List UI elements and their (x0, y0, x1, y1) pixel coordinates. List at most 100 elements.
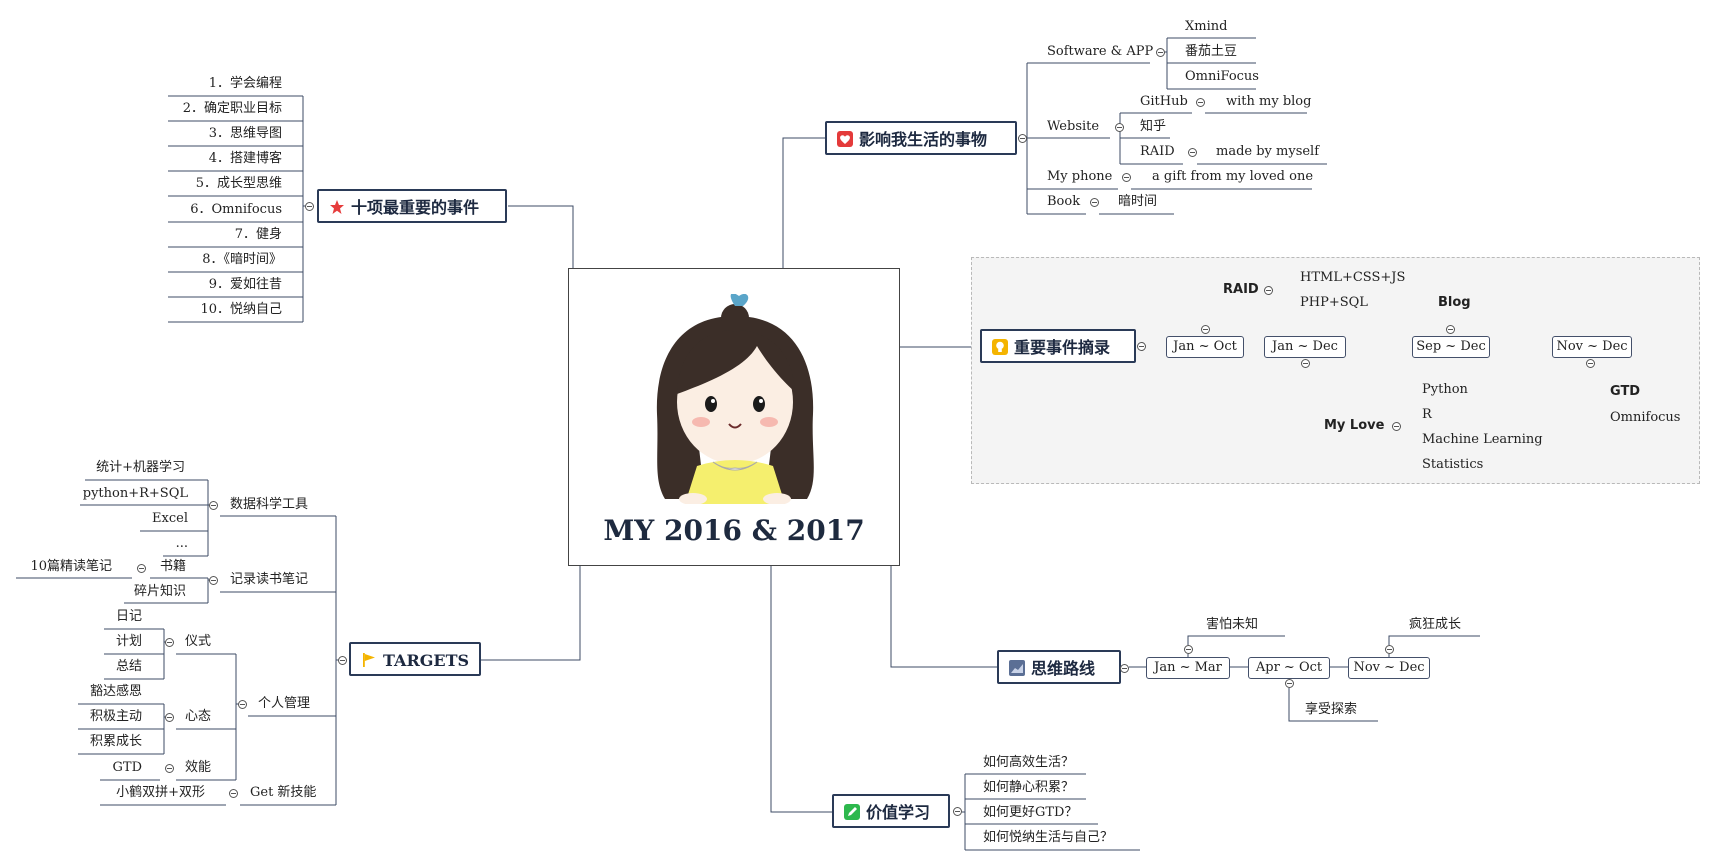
ritual-item[interactable]: 计划 (115, 634, 142, 649)
gtd-item[interactable]: Omnifocus (1610, 410, 1681, 425)
collapse-toggle-gtd[interactable] (1586, 359, 1595, 368)
collapse-toggle-raid-event[interactable] (1201, 325, 1210, 334)
raid-event-label[interactable]: RAID (1223, 282, 1259, 297)
collapse-toggle-fear[interactable] (1184, 645, 1193, 654)
values-item[interactable]: 如何高效生活？ (983, 755, 1075, 770)
mylove-item[interactable]: Python (1422, 382, 1468, 397)
topic-values[interactable]: 价值学习 (832, 794, 950, 828)
collapse-toggle-blog[interactable] (1446, 325, 1455, 334)
collapse-toggle-raid[interactable] (1188, 148, 1197, 157)
collapse-toggle-mylove-children[interactable] (1392, 422, 1401, 431)
collapse-toggle-book[interactable] (1090, 198, 1099, 207)
collapse-toggle-influence[interactable] (1018, 134, 1027, 143)
top-ten-item[interactable]: 1．学会编程 (208, 76, 282, 91)
reading-label[interactable]: 记录读书笔记 (230, 572, 309, 587)
top-ten-item[interactable]: 6．Omnifocus (190, 202, 282, 217)
collapse-toggle-software[interactable] (1156, 48, 1165, 57)
gtd-label[interactable]: GTD (1610, 384, 1641, 399)
data-tools-item[interactable]: python+R+SQL (82, 486, 188, 501)
period-pill[interactable]: Jan ~ Dec (1264, 336, 1346, 358)
central-topic[interactable]: MY 2016 & 2017 (568, 268, 900, 566)
software-item[interactable]: OmniFocus (1185, 69, 1259, 84)
top-ten-item[interactable]: 7．健身 (234, 227, 282, 242)
collapse-toggle-phone[interactable] (1122, 173, 1131, 182)
software-item[interactable]: 番茄土豆 (1185, 44, 1238, 59)
values-item[interactable]: 如何更好GTD？ (983, 805, 1078, 820)
software-label[interactable]: Software & APP (1047, 44, 1154, 59)
collapse-toggle-targets[interactable] (338, 656, 347, 665)
thinking-period-pill[interactable]: Jan ~ Mar (1146, 657, 1230, 679)
data-tools-item[interactable]: Excel (152, 511, 188, 526)
raid-label[interactable]: RAID (1140, 144, 1175, 159)
github-label[interactable]: GitHub (1140, 94, 1188, 109)
topic-influence[interactable]: 影响我生活的事物 (825, 121, 1017, 155)
collapse-toggle-events[interactable] (1137, 342, 1146, 351)
raid-note[interactable]: made by myself (1216, 144, 1320, 159)
collapse-toggle-values[interactable] (953, 807, 962, 816)
collapse-toggle-mindset[interactable] (165, 713, 174, 722)
topic-top-ten[interactable]: 十项最重要的事件 (317, 189, 507, 223)
collapse-toggle-data-tools[interactable] (209, 501, 218, 510)
values-item[interactable]: 如何静心积累？ (983, 780, 1075, 795)
mindset-item[interactable]: 积极主动 (89, 709, 142, 724)
github-note[interactable]: with my blog (1226, 94, 1312, 109)
thinking-period-pill[interactable]: Apr ~ Oct (1248, 657, 1330, 679)
collapse-toggle-personal[interactable] (238, 700, 247, 709)
collapse-toggle-efficiency[interactable] (165, 764, 174, 773)
top-ten-item[interactable]: 3．思维导图 (208, 126, 282, 141)
top-ten-item[interactable]: 8．《暗时间》 (202, 252, 282, 267)
collapse-toggle-github[interactable] (1196, 98, 1205, 107)
top-ten-item[interactable]: 9．爱如往昔 (208, 277, 282, 292)
collapse-toggle-website[interactable] (1115, 123, 1124, 132)
collapse-toggle-growth[interactable] (1385, 645, 1394, 654)
skills-label[interactable]: Get 新技能 (250, 785, 317, 800)
collapse-toggle-explore[interactable] (1285, 679, 1294, 688)
thinking-note[interactable]: 疯狂成长 (1409, 617, 1462, 632)
ritual-item[interactable]: 日记 (115, 609, 142, 624)
mindset-item[interactable]: 积累成长 (89, 734, 142, 749)
mylove-item[interactable]: Statistics (1422, 457, 1484, 472)
phone-label[interactable]: My phone (1047, 169, 1113, 184)
raid-event-item[interactable]: PHP+SQL (1300, 295, 1368, 310)
mindset-label[interactable]: 心态 (185, 709, 212, 724)
ritual-item[interactable]: 总结 (115, 659, 142, 674)
raid-event-item[interactable]: HTML+CSS+JS (1300, 270, 1406, 285)
collapse-toggle-reading[interactable] (209, 576, 218, 585)
collapse-toggle-mylove[interactable] (1301, 359, 1310, 368)
mylove-label[interactable]: My Love (1324, 418, 1385, 433)
period-pill[interactable]: Jan ~ Oct (1166, 336, 1244, 358)
top-ten-item[interactable]: 10．悦纳自己 (200, 302, 282, 317)
ritual-label[interactable]: 仪式 (185, 634, 212, 649)
collapse-toggle-ritual[interactable] (165, 638, 174, 647)
collapse-toggle-top-ten[interactable] (305, 202, 314, 211)
mylove-item[interactable]: R (1422, 407, 1432, 422)
mylove-item[interactable]: Machine Learning (1422, 432, 1543, 447)
thinking-note[interactable]: 享受探索 (1305, 702, 1358, 717)
thinking-period-pill[interactable]: Nov ~ Dec (1348, 657, 1430, 679)
skills-item[interactable]: 小鹤双拼+双形 (116, 785, 205, 800)
topic-thinking[interactable]: 思维路线 (997, 650, 1121, 684)
zhihu-label[interactable]: 知乎 (1140, 119, 1167, 134)
collapse-toggle-skills[interactable] (229, 789, 238, 798)
blog-label[interactable]: Blog (1438, 295, 1471, 310)
top-ten-item[interactable]: 4．搭建博客 (208, 151, 282, 166)
fragments-label[interactable]: 碎片知识 (133, 584, 186, 599)
mindset-item[interactable]: 豁达感恩 (89, 684, 142, 699)
efficiency-item[interactable]: GTD (112, 760, 142, 775)
top-ten-item[interactable]: 5．成长型思维 (195, 176, 282, 191)
efficiency-label[interactable]: 效能 (185, 760, 212, 775)
books-note[interactable]: 10篇精读笔记 (30, 559, 112, 574)
topic-targets[interactable]: TARGETS (349, 642, 481, 676)
data-tools-item[interactable]: ... (175, 536, 188, 551)
collapse-toggle-books[interactable] (137, 564, 146, 573)
period-pill[interactable]: Nov ~ Dec (1552, 336, 1632, 358)
data-tools-item[interactable]: 统计+机器学习 (96, 460, 185, 475)
topic-events[interactable]: 重要事件摘录 (980, 329, 1136, 363)
book-note[interactable]: 暗时间 (1118, 194, 1158, 209)
book-label[interactable]: Book (1047, 194, 1081, 209)
values-item[interactable]: 如何悦纳生活与自己？ (983, 830, 1114, 845)
software-item[interactable]: Xmind (1185, 19, 1228, 34)
website-label[interactable]: Website (1047, 119, 1100, 134)
thinking-note[interactable]: 害怕未知 (1206, 617, 1259, 632)
books-label[interactable]: 书籍 (159, 559, 186, 574)
